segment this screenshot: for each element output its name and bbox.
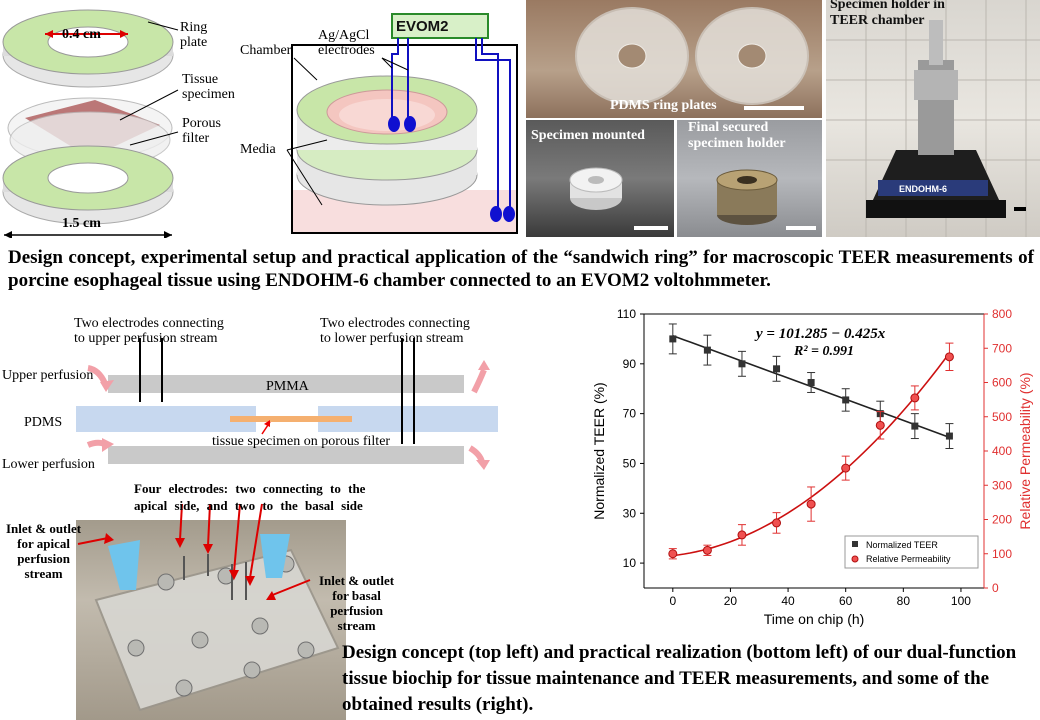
legend-label-teer: Normalized TEER	[866, 540, 938, 550]
upper-perfusion-label: Upper perfusion	[2, 368, 94, 383]
fit-r-squared: R² = 0.991	[793, 344, 854, 359]
x-tick-label: 40	[781, 594, 795, 608]
porous-filter-label: Porous filter	[182, 116, 221, 146]
pmma-label: PMMA	[266, 379, 309, 394]
y-right-tick-label: 600	[992, 376, 1012, 390]
y-right-tick-label: 200	[992, 513, 1012, 527]
y-right-axis-label: Relative Permeability (%)	[1017, 372, 1033, 529]
tissue-specimen-label: Tissue specimen	[182, 72, 235, 102]
y-left-tick-label: 110	[617, 307, 636, 321]
x-axis-label: Time on chip (h)	[764, 611, 865, 627]
outer-diameter-label: 1.5 cm	[62, 216, 101, 231]
legend-label-permeability: Relative Permeability	[866, 554, 951, 564]
y-right-tick-label: 300	[992, 478, 1012, 492]
x-tick-label: 80	[897, 594, 911, 608]
final-holder-photo	[677, 120, 822, 237]
permeability-point	[737, 530, 747, 540]
endohm-label: ENDOHM-6	[899, 184, 948, 194]
holder-in-chamber-label: Specimen holder in TEER chamber	[830, 0, 945, 28]
y-right-tick-label: 500	[992, 410, 1012, 424]
ring-plate-label: Ring plate	[180, 20, 208, 50]
teer-chamber-photo	[826, 0, 1040, 237]
teer-point	[842, 396, 850, 404]
legend-marker-teer	[852, 541, 858, 547]
teer-point	[773, 365, 781, 373]
media-label: Media	[240, 142, 276, 157]
sandwich-ring-diagram	[2, 9, 179, 238]
scale-bar	[634, 226, 668, 230]
electrodes-label: Ag/AgCl electrodes	[318, 28, 375, 58]
inner-diameter-label: 0.4 cm	[62, 27, 101, 42]
biochip-photo	[76, 520, 346, 720]
biochip-callout-arrows	[77, 503, 311, 600]
permeability-point	[702, 545, 712, 555]
specimen-mounted-label: Specimen mounted	[531, 128, 645, 143]
lower-electrodes-label: Two electrodes connecting to lower perfu…	[320, 316, 470, 346]
tissue-on-filter-label: tissue specimen on porous filter	[212, 434, 391, 449]
scale-bar	[786, 226, 816, 230]
apical-inlet-label: Inlet & outlet for apical perfusion stre…	[6, 521, 82, 581]
upper-electrodes-label: Two electrodes connecting to upper perfu…	[74, 316, 224, 346]
pdms-ring-plates-label: PDMS ring plates	[610, 98, 717, 113]
y-right-tick-label: 400	[992, 444, 1012, 458]
top-caption: Design concept, experimental setup and p…	[8, 247, 1034, 291]
x-tick-label: 100	[951, 594, 971, 608]
lower-perfusion-label: Lower perfusion	[2, 457, 95, 472]
y-left-tick-label: 90	[623, 357, 637, 371]
legend-box	[844, 535, 979, 569]
y-left-axis-label: Normalized TEER (%)	[591, 382, 607, 519]
scale-bar	[744, 106, 804, 110]
permeability-point	[944, 352, 954, 362]
permeability-point	[841, 463, 851, 473]
permeability-point	[772, 518, 782, 528]
teer-setup-diagram	[286, 13, 518, 234]
bottom-caption: Design concept (top left) and practical …	[342, 642, 1017, 715]
teer-point	[911, 422, 919, 430]
chamber-label: Chamber	[240, 43, 292, 58]
teer-point	[945, 432, 953, 440]
y-left-tick-label: 70	[623, 407, 637, 421]
x-tick-label: 20	[724, 594, 738, 608]
x-tick-label: 0	[669, 594, 676, 608]
pdms-ring-plates-photo	[526, 0, 822, 118]
final-holder-label: Final secured specimen holder	[688, 120, 786, 151]
y-left-tick-label: 10	[623, 556, 637, 570]
fit-equation: y = 101.285 − 0.425x	[754, 326, 886, 342]
evom2-label: EVOM2	[396, 18, 449, 35]
y-left-tick-label: 30	[623, 506, 637, 520]
x-tick-label: 60	[839, 594, 853, 608]
y-left-tick-label: 50	[623, 456, 637, 470]
teer-point	[703, 346, 711, 354]
pdms-label: PDMS	[24, 415, 63, 430]
y-right-tick-label: 0	[992, 581, 999, 595]
teer-point	[807, 379, 815, 386]
permeability-point	[910, 393, 920, 403]
basal-inlet-label: Inlet & outlet for basal perfusion strea…	[319, 573, 395, 633]
legend-marker-permeability	[851, 555, 859, 563]
permeability-point	[668, 549, 678, 559]
permeability-point	[875, 420, 885, 430]
specimen-mounted-photo	[526, 120, 674, 237]
four-electrodes-label: Four electrodes: two connecting to the a…	[134, 481, 366, 513]
teer-point	[738, 360, 746, 368]
teer-permeability-chart: 0 20 40 60 80 100 10 30 50 70 90 110 0 100 200 300 400 50…	[591, 307, 1033, 627]
permeability-point	[806, 499, 816, 509]
y-right-tick-label: 100	[992, 547, 1012, 561]
y-right-tick-label: 700	[992, 341, 1012, 355]
y-right-tick-label: 800	[992, 307, 1012, 321]
teer-point	[669, 335, 677, 343]
biochip-schematic	[76, 338, 498, 470]
scale-bar	[1014, 207, 1026, 211]
